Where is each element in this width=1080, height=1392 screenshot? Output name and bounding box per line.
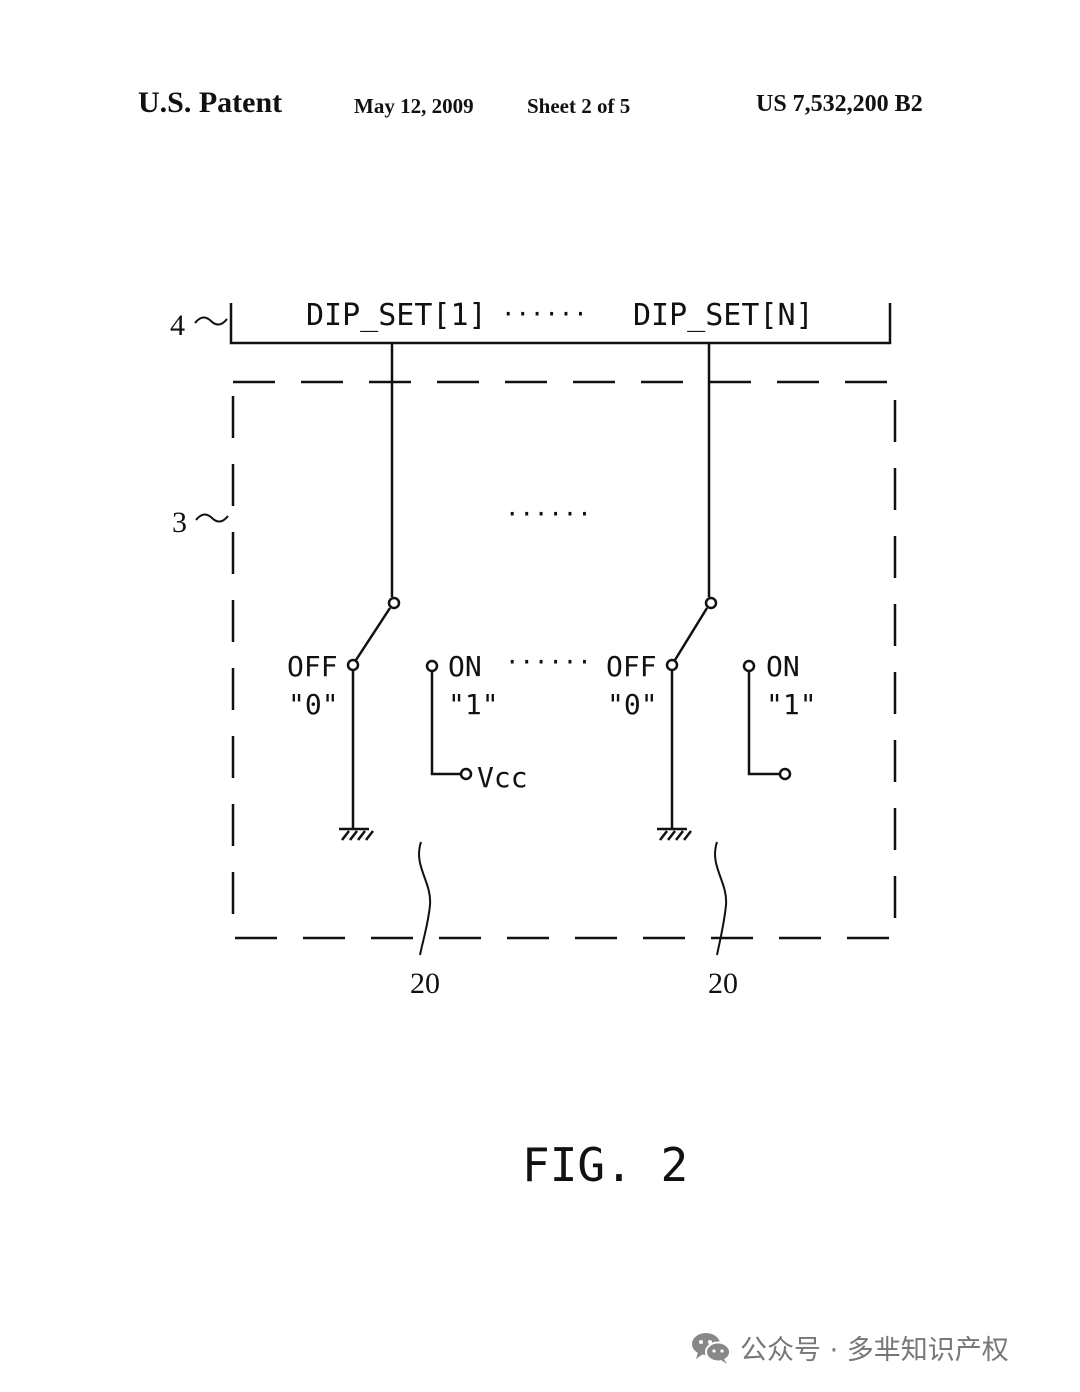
switch-n-on-value: "1" [766, 688, 817, 721]
switch-n-off-label: OFF [606, 650, 657, 683]
switch-dots: ······ [505, 648, 592, 676]
switch-n-off-value: "0" [607, 688, 658, 721]
ground-icon [657, 827, 692, 841]
ground-icon [339, 827, 374, 841]
watermark: 公众号 · 多芈知识产权 [690, 1328, 1009, 1367]
switch-n-ref-leader [714, 841, 728, 956]
switch-1-off-label: OFF [287, 650, 338, 683]
switch-n [665, 343, 792, 828]
switch-1-ref: 20 [410, 967, 440, 1000]
switch-1-vcc-label: Vcc [477, 761, 528, 794]
bus-dots: ······ [501, 300, 588, 328]
patent-number: US 7,532,200 B2 [756, 91, 923, 117]
ref-bus-leader [194, 316, 228, 326]
patent-date: May 12, 2009 [354, 94, 474, 118]
switch-1 [346, 343, 473, 828]
switch-n-on-label: ON [766, 650, 800, 683]
middle-dots: ······ [505, 500, 592, 528]
patent-title: U.S. Patent [138, 86, 283, 119]
switch-1-off-value: "0" [288, 688, 339, 721]
bus-label-n: DIP_SET[N] [633, 298, 814, 333]
ref-bus: 4 [170, 309, 185, 342]
figure-label: FIG. 2 [522, 1138, 688, 1192]
sheet-number: Sheet 2 of 5 [527, 94, 631, 118]
bus-label-1: DIP_SET[1] [306, 298, 487, 333]
switch-1-ref-leader [418, 841, 432, 956]
wechat-icon [692, 1332, 731, 1364]
switch-n-ref: 20 [708, 967, 738, 1000]
bus-bracket [229, 303, 892, 345]
watermark-text: 公众号 · 多芈知识产权 [740, 1335, 1009, 1366]
ref-box: 3 [172, 506, 187, 539]
switch-1-on-label: ON [448, 650, 482, 683]
switch-1-on-value: "1" [448, 688, 499, 721]
ref-box-leader [195, 513, 229, 523]
